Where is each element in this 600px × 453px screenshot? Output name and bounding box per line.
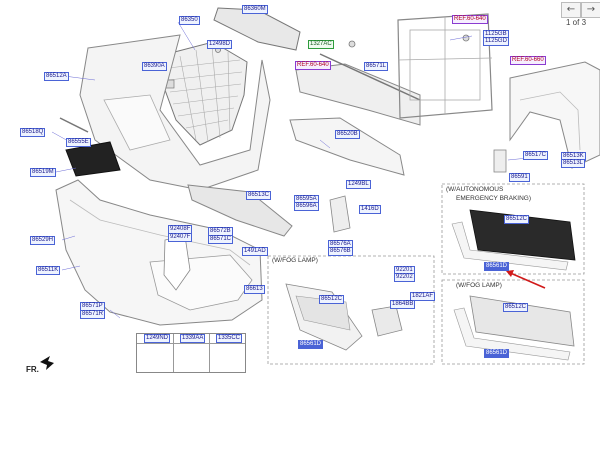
part-label[interactable]: 86529H — [30, 236, 56, 245]
part-label[interactable]: 86513C — [246, 191, 272, 200]
ref-label[interactable]: REF.60-660 — [510, 56, 546, 65]
part-label[interactable]: 86571L — [364, 62, 389, 71]
fender — [509, 61, 600, 169]
part-label[interactable]: 86517C — [523, 151, 549, 160]
caption-fog-lamp-right: (W/FOG LAMP) — [456, 282, 502, 289]
part-label[interactable]: 86576B — [328, 247, 353, 256]
part-label[interactable]: 86512C — [504, 215, 530, 224]
license-bracket — [65, 141, 121, 177]
part-label[interactable]: 86513L — [561, 159, 586, 168]
part-label[interactable]: 1416D — [359, 205, 381, 214]
page-indicator: 1 of 3 — [566, 18, 587, 27]
legend-label[interactable]: 1335CC — [216, 334, 243, 343]
part-label[interactable]: 86571R — [80, 310, 106, 319]
part-label[interactable]: 86390A — [142, 62, 167, 71]
part-label[interactable]: 1491AD — [242, 247, 268, 256]
reinforcement-beam — [295, 63, 421, 126]
red-pointer-arrow — [507, 271, 546, 289]
part-label[interactable]: 1821AF — [410, 292, 436, 301]
part-label[interactable]: 92407F — [168, 233, 193, 242]
fr-arrow-icon — [40, 356, 54, 370]
ref-label[interactable]: REF.60-640 — [452, 15, 488, 24]
part-label[interactable]: 86360M — [242, 5, 268, 14]
part-label[interactable]: 86512C — [503, 303, 529, 312]
part-label[interactable]: 86555E — [66, 138, 91, 147]
caption-autonomous-1: (W/AUTONOMOUS — [446, 186, 504, 193]
part-label[interactable]: 86591 — [509, 173, 530, 182]
part-label-highlighted[interactable]: 86561D — [484, 349, 510, 358]
part-label[interactable]: 86512A — [44, 72, 69, 81]
legend-label[interactable]: 1339AA — [180, 334, 206, 343]
prev-page-button[interactable]: ← — [561, 2, 581, 18]
part-label-highlighted[interactable]: 86561D — [298, 340, 324, 349]
part-label[interactable]: 92202 — [394, 273, 415, 282]
part-label[interactable]: 86596A — [294, 202, 319, 211]
caption-autonomous-2: EMERGENCY BRAKING) — [456, 195, 532, 202]
part-label[interactable]: 86350 — [179, 16, 200, 25]
part-label[interactable]: 86519M — [30, 168, 56, 177]
fog-lamp-right-box — [441, 279, 585, 365]
bumper-cover — [79, 34, 271, 191]
legend-label[interactable]: 1249ND — [144, 334, 171, 343]
part-label[interactable]: 86613 — [244, 285, 265, 294]
part-label[interactable]: 86518Q — [20, 128, 46, 137]
fog-lamp-center-box — [267, 255, 435, 365]
part-label[interactable]: 1864BB — [390, 300, 416, 309]
ref-label[interactable]: REF.60-640 — [295, 61, 331, 70]
part-label[interactable]: 86520B — [335, 130, 360, 139]
caption-fog-lamp-center: (W/FOG LAMP) — [272, 257, 318, 264]
part-label[interactable]: 86512C — [319, 295, 345, 304]
part-label[interactable]: 1327AC — [308, 40, 334, 49]
orientation-label: FR. — [26, 365, 39, 374]
part-label[interactable]: 86511K — [36, 266, 61, 275]
part-label[interactable]: 12498D — [207, 40, 233, 49]
part-label[interactable]: 86571C — [208, 235, 234, 244]
next-page-button[interactable]: → — [581, 2, 600, 18]
part-label-highlighted[interactable]: 86561D — [484, 262, 510, 271]
part-label[interactable]: 1249BL — [346, 180, 371, 189]
part-label[interactable]: 1125GD — [483, 37, 509, 46]
